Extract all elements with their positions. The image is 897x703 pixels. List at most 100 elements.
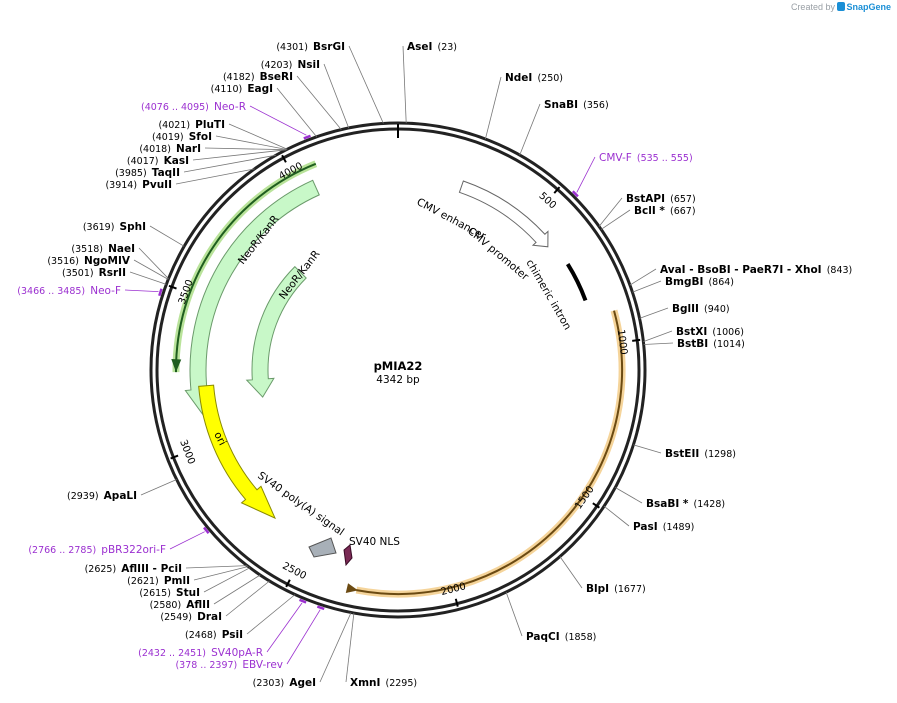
restriction-site-label[interactable]: (3619) SphI [83,215,146,234]
site-position: (356) [583,100,609,111]
restriction-site-label[interactable]: (3985) TaqII [115,161,180,180]
restriction-site-label[interactable]: (2468) PsiI [185,623,243,642]
restriction-site-label[interactable]: AvaI - BsoBI - PaeR7I - XhoI (843) [660,258,852,277]
restriction-site-label[interactable]: (2303) AgeI [253,671,316,690]
site-leader-line [225,580,270,617]
snapgene-credit: Created by SnapGene [791,2,891,12]
site-name: BseRI [260,71,293,83]
primer-name: CMV-F [599,152,632,164]
sv40-polya-feature[interactable] [308,537,337,558]
site-name: BglII [672,303,699,315]
restriction-site-label[interactable]: AseI (23) [407,35,457,54]
primer-position: (535 .. 555) [637,153,693,164]
restriction-site-label[interactable]: (2549) DraI [160,605,222,624]
site-name: AflIII - PciI [121,563,182,575]
restriction-site-label[interactable]: (4021) PluTI [158,113,225,132]
site-leader-line [348,45,384,124]
site-position: (23) [438,42,458,53]
site-name: SnaBI [544,99,578,111]
site-position: (1858) [565,632,597,643]
restriction-site-label[interactable]: (4110) EagI [211,77,273,96]
site-position: (4203) [261,60,293,71]
primer-label[interactable]: (3466 .. 3485) Neo-F [17,279,121,298]
site-name: EagI [247,83,273,95]
site-leader-line [203,567,251,593]
site-name: BsrGI [313,41,345,53]
restriction-site-label[interactable]: PasI (1489) [633,515,694,534]
tick-mark [454,598,459,607]
restriction-site-label[interactable]: BstAPI (657) [626,187,696,206]
restriction-site-label[interactable]: NdeI (250) [505,66,563,85]
restriction-site-label[interactable]: BsaBI * (1428) [646,492,725,511]
primer-leader-line [286,609,321,665]
restriction-site-label[interactable]: BstBI (1014) [677,332,745,351]
restriction-site-label[interactable]: (3518) NaeI [71,237,135,256]
restriction-site-label[interactable]: (3516) NgoMIV [47,249,131,268]
restriction-site-label[interactable]: BstXI (1006) [676,320,744,339]
neor-kanr-label-inner: NeoR/KanR [277,248,323,302]
restriction-site-label[interactable]: (2580) AflII [150,593,210,612]
tick-mark [632,338,641,342]
primer-name: Neo-R [214,101,246,113]
chimeric-intron-feature[interactable] [565,263,588,302]
restriction-site-label[interactable]: BclI * (667) [634,199,696,218]
site-name: AvaI - BsoBI - PaeR7I - XhoI [660,264,822,276]
site-leader-line [133,259,169,280]
restriction-site-label[interactable]: (4018) NarI [139,137,201,156]
backbone-outer [149,121,647,619]
restriction-site-label[interactable]: BmgBI (864) [665,270,734,289]
cmv-promoter-label: CMV promoter [465,225,531,283]
site-position: (940) [704,304,730,315]
primer-name: EBV-rev [242,659,283,671]
restriction-site-label[interactable]: (4182) BseRI [223,65,293,84]
restriction-site-label[interactable]: (2615) StuI [139,581,200,600]
restriction-site-label[interactable]: (4019) SfoI [152,125,212,144]
site-leader-line [505,591,523,637]
primer-label[interactable]: (2432 .. 2451) SV40pA-R [138,641,263,660]
restriction-site-label[interactable]: (4301) BsrGI [276,35,345,54]
site-name: NaeI [108,243,135,255]
restriction-site-label[interactable]: (4017) KasI [127,149,189,168]
restriction-site-label[interactable]: (2621) PmlI [127,569,190,588]
site-leader-line [345,612,355,683]
restriction-site-label[interactable]: BlpI (1677) [586,577,646,596]
primer-label[interactable]: (378 .. 2397) EBV-rev [175,653,283,672]
site-position: (2615) [139,588,171,599]
primer-label[interactable]: (4076 .. 4095) Neo-R [141,95,246,114]
site-leader-line [632,280,662,293]
primer-mark [299,598,307,604]
site-name: BstEII [665,448,699,460]
restriction-site-label[interactable]: BstEII (1298) [665,442,736,461]
neor-kanr-feature-inner[interactable] [245,265,307,398]
primer-leader-line [266,602,303,653]
restriction-site-label[interactable]: (3914) PvuII [105,173,172,192]
site-position: (4182) [223,72,255,83]
site-leader-line [633,444,662,454]
restriction-site-label[interactable]: (2939) ApaLI [67,484,137,503]
primer-label[interactable]: CMV-F (535 .. 555) [599,146,693,165]
primer-position: (378 .. 2397) [175,660,237,671]
restriction-site-label[interactable]: PaqCI (1858) [526,625,596,644]
primer-label[interactable]: (2766 .. 2785) pBR322ori-F [28,538,166,557]
restriction-site-label[interactable]: (3501) RsrII [62,261,126,280]
restriction-site-label[interactable]: SnaBI (356) [544,93,609,112]
primer-position: (2432 .. 2451) [138,648,206,659]
plasmid-name: pMIA22 [374,359,423,373]
restriction-site-label[interactable]: (2625) AflIII - PciI [85,557,182,576]
tick-mark [553,186,561,194]
site-position: (4110) [211,84,243,95]
site-position: (864) [708,277,734,288]
ori-feature[interactable] [198,384,276,520]
site-position: (2939) [67,491,99,502]
site-leader-line [246,594,296,635]
site-leader-line [228,123,288,150]
restriction-site-label[interactable]: XmnI (2295) [350,671,417,690]
restriction-site-label[interactable]: (4203) NsiI [261,53,320,72]
sv40-nls-feature[interactable] [343,544,353,567]
site-position: (2580) [150,600,182,611]
restriction-site-label[interactable]: BglII (940) [672,297,730,316]
primer-name: Neo-F [90,285,121,297]
site-name: PmlI [164,575,190,587]
cmv-enhancer-feature[interactable] [458,180,549,248]
